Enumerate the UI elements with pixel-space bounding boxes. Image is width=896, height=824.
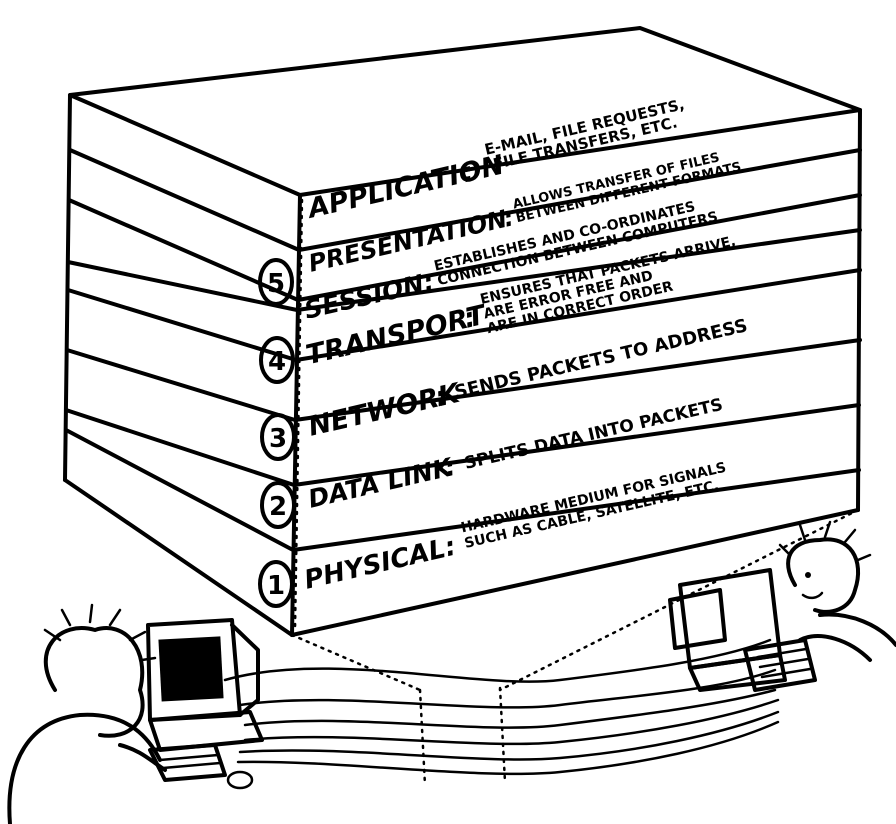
stack-front-edge [290, 193, 302, 637]
person-head [786, 537, 861, 614]
divider-5 [65, 338, 862, 422]
layer-number-5: 5 [258, 258, 294, 306]
number-circle [260, 481, 296, 529]
number-circle [258, 560, 294, 608]
number-text: 3 [269, 424, 287, 454]
divider-7 [64, 428, 861, 552]
monitor-side [230, 623, 260, 717]
divider-2 [67, 193, 862, 302]
mouse-icon [226, 770, 254, 790]
cable-line [243, 688, 777, 729]
hair-strands [43, 603, 157, 662]
divider-6 [64, 403, 861, 487]
cable-line [238, 710, 780, 761]
monitor-screen [668, 588, 727, 650]
layer-number-1: 1 [258, 560, 294, 608]
cable-dotted-marker [418, 688, 427, 787]
cable-line [238, 668, 777, 709]
cable-bundle [223, 638, 780, 787]
cable-line [243, 698, 780, 746]
divider-1 [68, 148, 862, 252]
right-computer [668, 568, 817, 692]
number-circle [260, 413, 296, 461]
person-mouth [801, 591, 824, 600]
number-circle [259, 336, 295, 384]
layer-number-4: 4 [259, 336, 295, 384]
stack-left-edge [63, 93, 72, 482]
stack-right-edge [856, 108, 862, 512]
keyboard [743, 638, 817, 692]
layer-dividers [64, 148, 862, 552]
keyboard-keys [756, 647, 812, 679]
layer-desc-line1: SPLITS DATA INTO PACKETS [463, 395, 725, 474]
keyboard-keys [158, 753, 222, 770]
number-circle [258, 258, 294, 306]
number-text: 5 [267, 269, 285, 299]
layer-name: DATA LINK [306, 452, 457, 514]
person-arm [118, 743, 167, 772]
person-body [7, 712, 162, 824]
left-computer [146, 618, 264, 790]
divider-4 [66, 268, 862, 362]
number-text: 2 [269, 492, 287, 522]
hair-strands [778, 520, 872, 562]
computer-base [688, 653, 787, 692]
person-eye [805, 572, 811, 578]
monitor-screen [158, 636, 224, 702]
layer-number-2: 2 [260, 481, 296, 529]
keyboard [148, 743, 227, 782]
layer-number-3: 3 [260, 413, 296, 461]
layer-stack-box [63, 26, 862, 637]
left-person [7, 603, 167, 824]
stack-bottom-front-edge [290, 508, 860, 637]
number-text: 4 [268, 347, 286, 377]
computer-base [148, 710, 264, 752]
projection-line-left [290, 633, 422, 692]
person-shoulder [818, 612, 896, 647]
right-person [778, 520, 896, 662]
person-arm [798, 634, 872, 662]
front-dotted-guide [293, 198, 304, 632]
number-text: 1 [267, 571, 285, 601]
cable-line [223, 638, 772, 683]
cable-line [236, 720, 780, 776]
stack-bottom-left-edge [63, 478, 294, 637]
divider-3 [66, 228, 862, 312]
cable-dotted-marker [498, 686, 507, 784]
person-hair [43, 626, 145, 738]
layer-name: PHYSICAL [302, 534, 449, 596]
